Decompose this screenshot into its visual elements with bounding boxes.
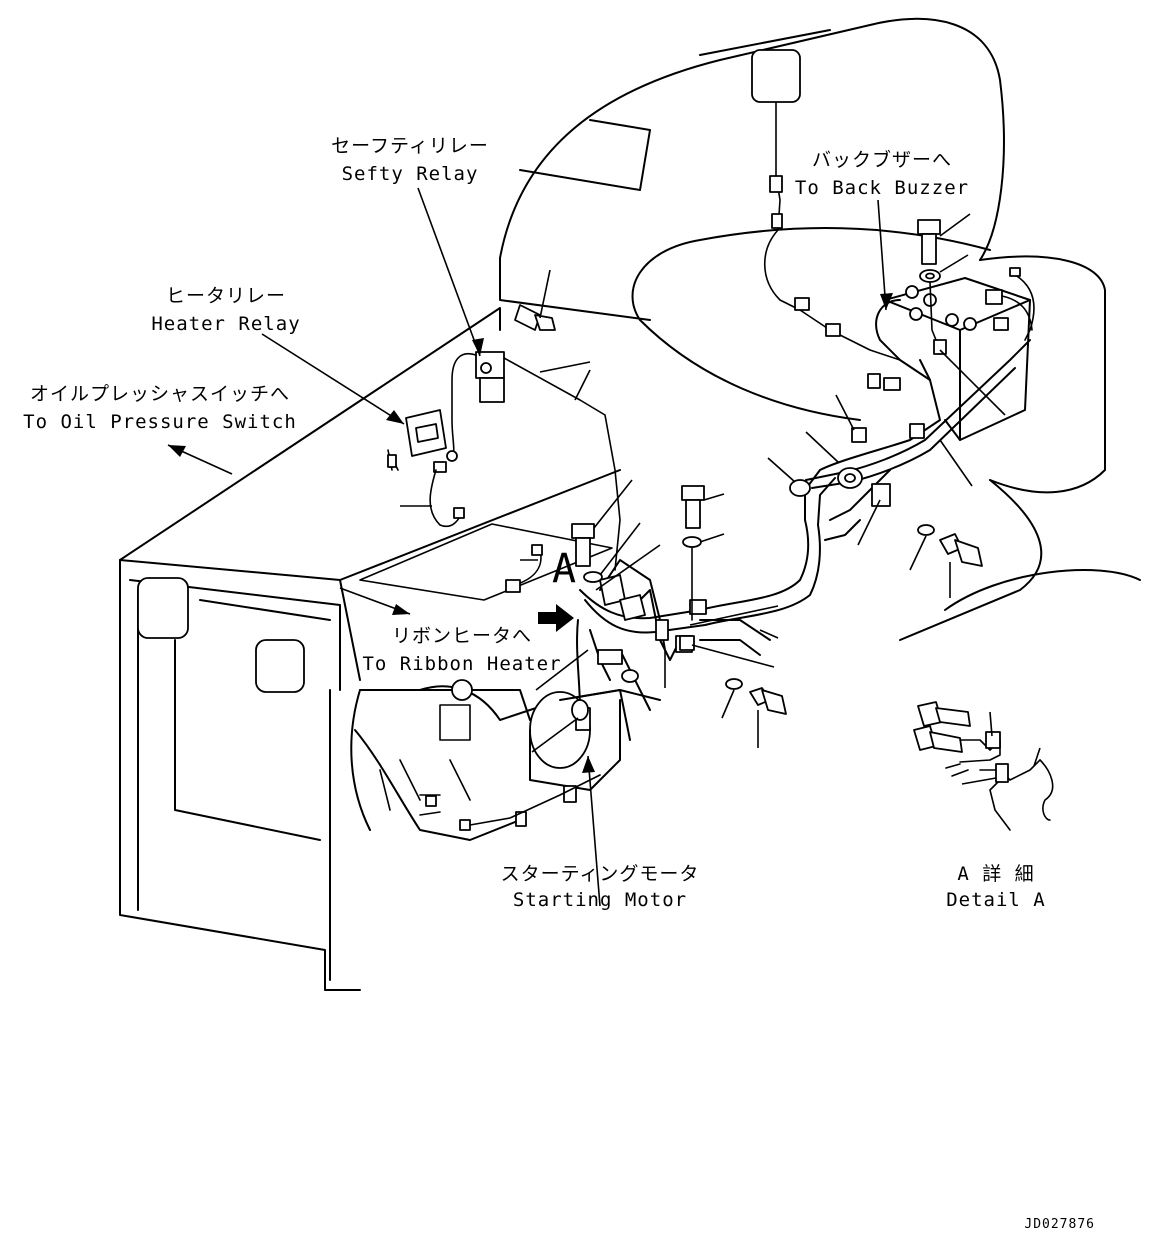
oil-pressure-label-en: To Oil Pressure Switch (23, 411, 297, 433)
starting-motor-label-en: Starting Motor (513, 889, 687, 911)
back-buzzer-wire (751, 49, 901, 361)
detail-a-inset (913, 701, 1054, 831)
drawing-id: JD027876 (1024, 1217, 1095, 1232)
bolt-lower-center (679, 605, 787, 748)
label-heater-relay: ヒータリレー Heater Relay (151, 285, 300, 335)
hood-label-plate (359, 523, 613, 601)
starting-motor-label-jp: スターティングモータ (501, 863, 700, 885)
detail-a-label-en: Detail A (946, 889, 1046, 911)
safety-relay-label-jp: セーフティリレー (331, 135, 489, 157)
main-harness (576, 299, 1031, 711)
ribbon-heater-connector (505, 544, 543, 593)
label-starting-motor: スターティングモータ Starting Motor (501, 863, 700, 911)
bolt-right-middle (857, 499, 983, 598)
ribbon-heater-label-en: To Ribbon Heater (362, 653, 561, 675)
safety-relay-label-en: Sefty Relay (342, 163, 479, 185)
bolt-upper-right (917, 213, 971, 346)
label-ribbon-heater: リボンヒータへ To Ribbon Heater (362, 625, 561, 675)
label-oil-pressure: オイルプレッシャスイッチへ To Oil Pressure Switch (23, 383, 297, 433)
detail-a-label-jp: A 詳 細 (957, 863, 1034, 885)
engine-block (350, 679, 661, 841)
ribbon-heater-label-jp: リボンヒータへ (392, 625, 532, 647)
bolt-center-vertical (681, 485, 725, 621)
oil-pressure-label-jp: オイルプレッシャスイッチへ (30, 383, 290, 405)
back-buzzer-label-jp: バックブザーへ (812, 148, 952, 171)
label-back-buzzer: バックブザーへ To Back Buzzer (795, 148, 969, 199)
detail-reference-letter: A (552, 546, 576, 592)
heater-relay-label-jp: ヒータリレー (166, 285, 286, 307)
view-arrow-a (538, 604, 574, 632)
heater-relay-label-en: Heater Relay (151, 313, 300, 335)
back-buzzer-label-en: To Back Buzzer (795, 177, 969, 199)
operator-seat (499, 17, 1141, 641)
label-safety-relay: セーフティリレー Sefty Relay (331, 135, 489, 185)
engine-hood (119, 307, 621, 991)
battery-box (884, 267, 1035, 441)
bolt-ribbon-heater (571, 479, 661, 591)
safety-relay (451, 351, 621, 571)
heater-relay (387, 409, 465, 528)
leader-lines (400, 349, 1006, 753)
callout-arrows (167, 187, 893, 907)
label-detail-a: A 詳 細 Detail A (946, 863, 1046, 911)
bolt-safety-relay (514, 269, 591, 401)
